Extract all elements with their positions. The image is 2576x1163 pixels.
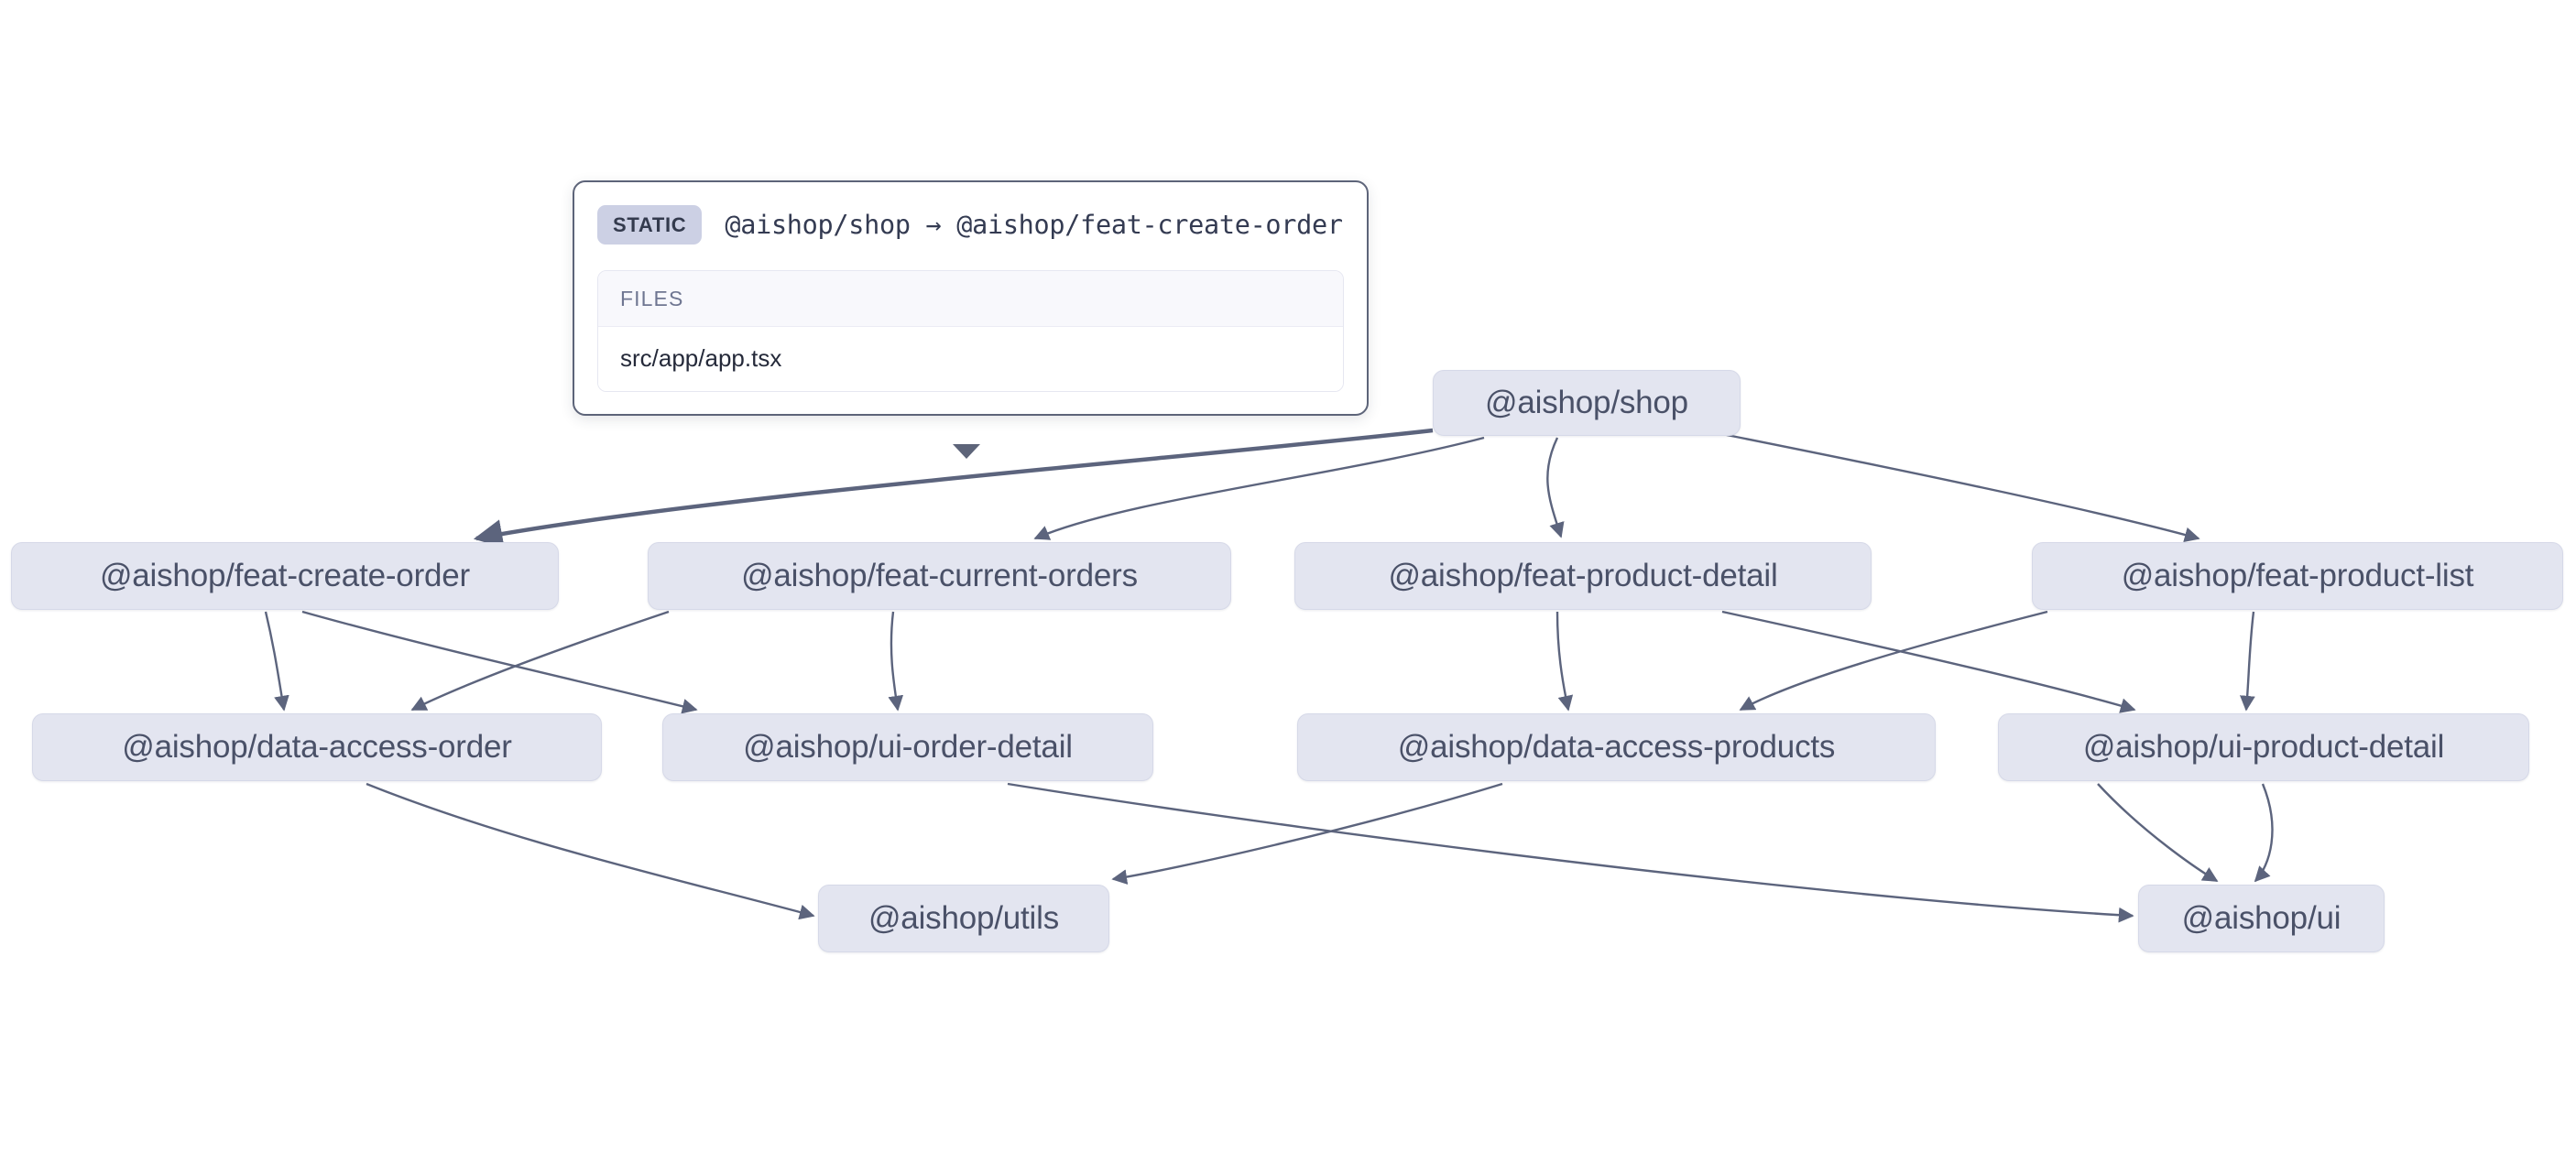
edge-data-access-products-to-utils[interactable]: [1111, 782, 1503, 885]
edge-shop-to-feat-product-list[interactable]: [1721, 432, 2200, 543]
graph-node-label: @aishop/ui-order-detail: [743, 729, 1073, 765]
graph-node-data-access-products[interactable]: @aishop/data-access-products: [1297, 713, 1936, 781]
graph-node-feat-product-list[interactable]: @aishop/feat-product-list: [2032, 542, 2563, 610]
edge-feat-product-list-to-data-access-products[interactable]: [1739, 610, 2048, 712]
graph-node-label: @aishop/feat-product-list: [2121, 558, 2474, 593]
edge-feat-create-order-to-ui-order-detail[interactable]: [301, 610, 698, 714]
graph-node-ui-order-detail[interactable]: @aishop/ui-order-detail: [662, 713, 1153, 781]
graph-node-utils[interactable]: @aishop/utils: [818, 885, 1109, 952]
edge-shop-to-feat-current-orders[interactable]: [1033, 436, 1485, 540]
static-badge: STATIC: [597, 205, 703, 245]
edge-detail-tooltip[interactable]: STATIC @aishop/shop → @aishop/feat-creat…: [573, 180, 1369, 416]
edge-ui-product-detail-to-ui-alt[interactable]: [2254, 783, 2274, 883]
graph-node-label: @aishop/data-access-order: [122, 729, 512, 765]
graph-node-feat-create-order[interactable]: @aishop/feat-create-order: [11, 542, 559, 610]
file-list-item[interactable]: src/app/app.tsx: [598, 327, 1343, 391]
edge-shop-to-feat-product-detail[interactable]: [1546, 437, 1565, 538]
edge-feat-current-orders-to-data-access-order[interactable]: [410, 610, 670, 712]
edge-feat-product-detail-to-ui-product-detail[interactable]: [1721, 610, 2136, 713]
graph-node-ui[interactable]: @aishop/ui: [2138, 885, 2385, 952]
graph-node-data-access-order[interactable]: @aishop/data-access-order: [32, 713, 602, 781]
edge-ui-product-detail-to-ui[interactable]: [2097, 783, 2219, 883]
edge-feat-product-detail-to-data-access-products[interactable]: [1555, 611, 1574, 712]
graph-node-label: @aishop/feat-current-orders: [741, 558, 1138, 593]
graph-node-label: @aishop/utils: [868, 900, 1060, 936]
edge-feat-current-orders-to-ui-order-detail[interactable]: [888, 611, 904, 712]
graph-node-shop[interactable]: @aishop/shop: [1433, 370, 1741, 436]
edge-feat-create-order-to-data-access-order[interactable]: [264, 611, 289, 712]
files-panel-header: FILES: [598, 271, 1343, 327]
edge-ui-order-detail-to-ui[interactable]: [1007, 782, 2134, 923]
edge-detail-title: @aishop/shop → @aishop/feat-create-order: [725, 210, 1343, 240]
edge-data-access-order-to-utils[interactable]: [366, 782, 815, 920]
graph-node-feat-current-orders[interactable]: @aishop/feat-current-orders: [648, 542, 1231, 610]
edge-detail-header: STATIC @aishop/shop → @aishop/feat-creat…: [597, 202, 1344, 248]
graph-node-ui-product-detail[interactable]: @aishop/ui-product-detail: [1998, 713, 2529, 781]
edge-feat-product-list-to-ui-product-detail[interactable]: [2240, 611, 2255, 712]
graph-node-label: @aishop/data-access-products: [1397, 729, 1836, 765]
tooltip-pointer-icon: [953, 444, 980, 459]
graph-node-label: @aishop/shop: [1485, 385, 1688, 420]
graph-node-label: @aishop/ui-product-detail: [2082, 729, 2445, 765]
graph-node-label: @aishop/feat-create-order: [99, 558, 471, 593]
graph-node-label: @aishop/ui: [2181, 900, 2341, 936]
graph-node-label: @aishop/feat-product-detail: [1388, 558, 1778, 593]
files-panel: FILES src/app/app.tsx: [597, 270, 1344, 392]
graph-node-feat-product-detail[interactable]: @aishop/feat-product-detail: [1294, 542, 1872, 610]
